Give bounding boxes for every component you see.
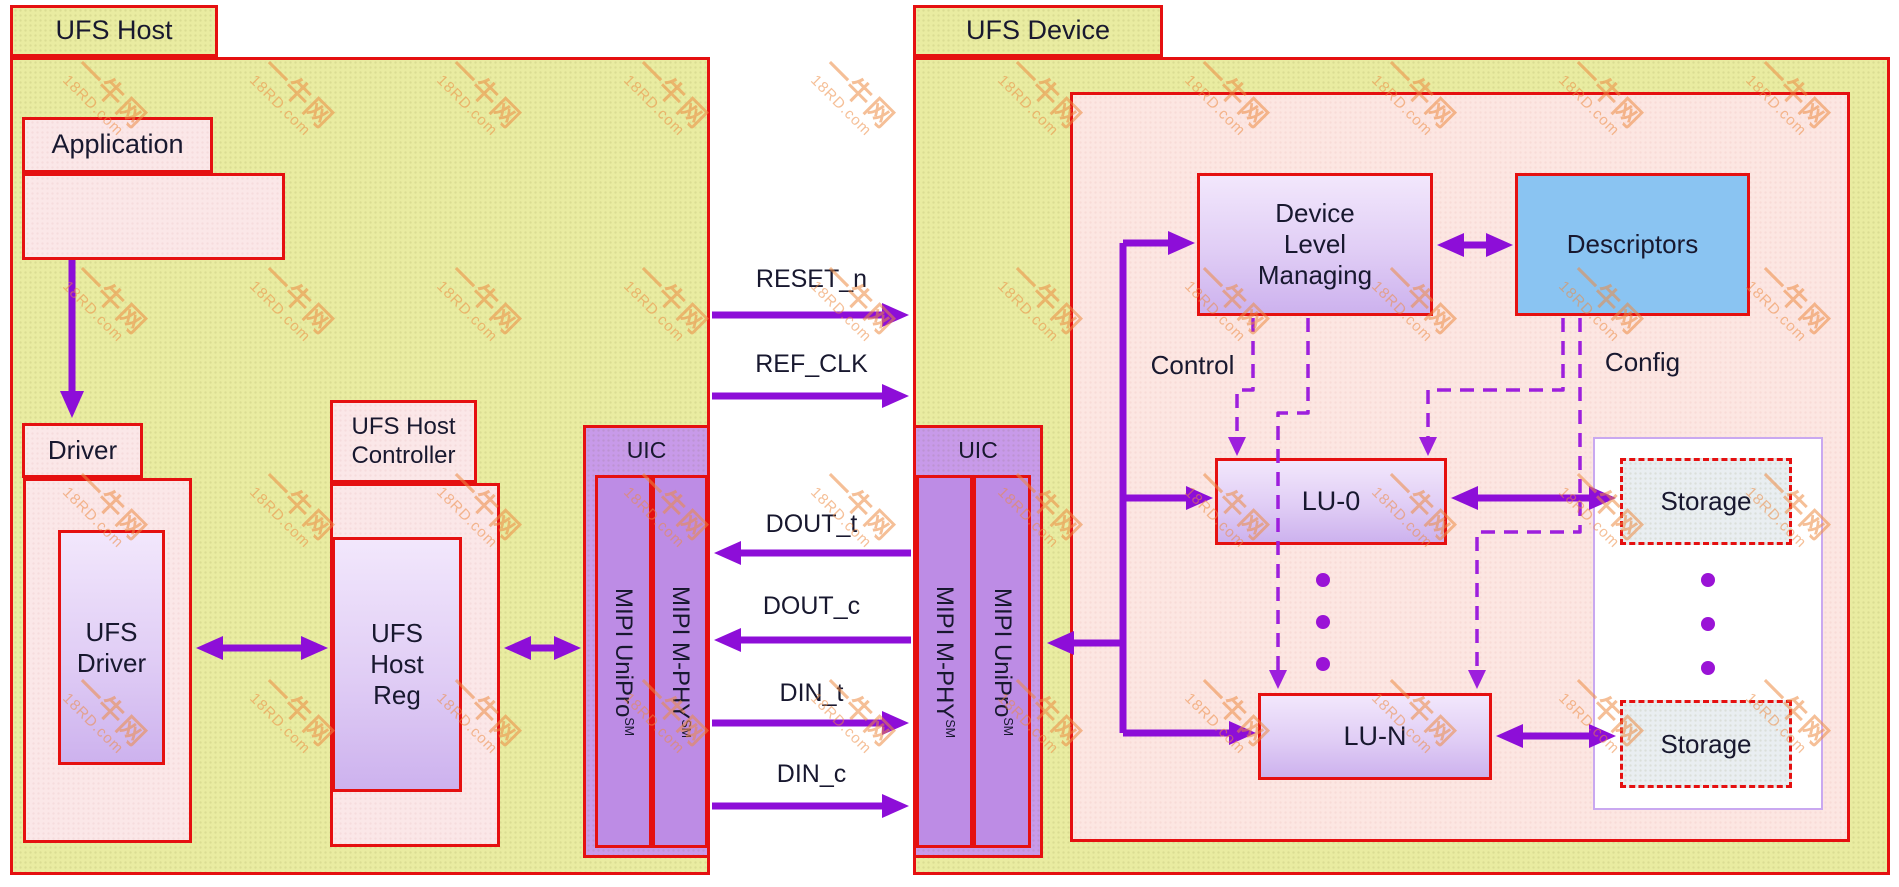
- device-unipro-label: MIPI UniProSM: [989, 587, 1017, 736]
- driver-tab: [22, 423, 143, 478]
- signal-ref-clk-label: REF_CLK: [755, 350, 868, 378]
- ufs-host-title: UFS Host: [55, 15, 173, 46]
- signal-dout-c-label: DOUT_c: [762, 592, 861, 620]
- lu-0-box: LU-0: [1215, 458, 1447, 545]
- driver-label: Driver: [47, 435, 118, 466]
- signal-dout-t-label: DOUT_t: [765, 510, 858, 538]
- descriptors-box: Descriptors: [1515, 173, 1750, 316]
- control-label: Control: [1150, 349, 1235, 380]
- application-body: [22, 173, 285, 260]
- host-unipro-label: MIPI UniProSM: [610, 587, 638, 736]
- signal-din-t-label: DIN_t: [779, 679, 844, 707]
- ufs-host-reg-box: UFS Host Reg: [332, 537, 462, 792]
- signal-reset-n-label: RESET_n: [755, 265, 868, 293]
- ufs-host-tab: [10, 5, 218, 57]
- host-uic-title: UIC: [626, 437, 667, 464]
- storage-top-box: Storage: [1620, 458, 1792, 545]
- device-level-managing-box: Device Level Managing: [1197, 173, 1433, 316]
- device-uic-mphy-column: MIPI M-PHYSM: [916, 475, 973, 848]
- host-uic-mphy-column: MIPI M-PHYSM: [652, 475, 708, 848]
- device-uic-unipro-column: MIPI UniProSM: [973, 475, 1031, 848]
- device-mphy-label: MIPI M-PHYSM: [931, 585, 959, 738]
- device-uic-title: UIC: [958, 437, 998, 464]
- storage-bottom-box: Storage: [1620, 700, 1792, 788]
- ufs-host-controller-label: UFS Host Controller: [351, 413, 456, 469]
- lu-n-box: LU-N: [1258, 693, 1492, 780]
- host-uic-unipro-column: MIPI UniProSM: [595, 475, 652, 848]
- signal-din-c-label: DIN_c: [776, 760, 847, 788]
- config-label: Config: [1604, 346, 1681, 377]
- ufs-host-controller-tab: [330, 400, 477, 483]
- host-mphy-label: MIPI M-PHYSM: [667, 585, 695, 738]
- application-tab: [22, 117, 213, 173]
- ufs-device-title: UFS Device: [965, 15, 1111, 46]
- application-label: Application: [51, 129, 184, 160]
- ufs-driver-box: UFS Driver: [58, 530, 165, 765]
- ufs-device-tab: [913, 5, 1163, 57]
